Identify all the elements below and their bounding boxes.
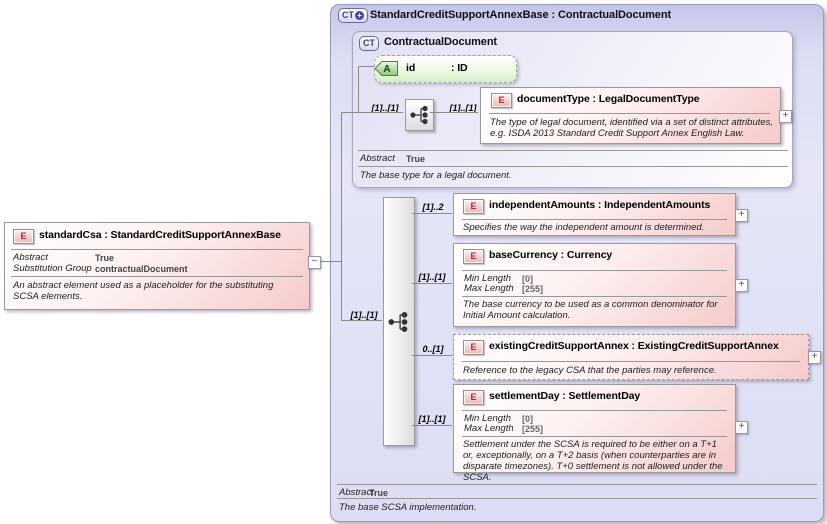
cardinality-label: [1]..[1]	[371, 103, 399, 113]
divider	[337, 484, 817, 485]
property-value: contractualDocument	[95, 264, 188, 274]
property-value: True	[369, 488, 389, 498]
property-value: True	[95, 253, 115, 263]
expand-toggle-baseCurrency[interactable]: +	[735, 279, 748, 292]
cardinality-label: 0..[1]	[422, 344, 444, 354]
divider	[337, 498, 817, 499]
element-annotation: Specifies the way the independent amount…	[463, 222, 705, 233]
element-box-standardCsa[interactable]: E standardCsa : StandardCreditSupportAnn…	[4, 222, 310, 310]
divider	[489, 113, 770, 114]
element-box-documentType[interactable]: E documentType : LegalDocumentType The t…	[480, 87, 781, 144]
sequence-icon	[388, 311, 408, 333]
facet-label: Max Length	[464, 283, 514, 294]
element-title: settlementDay : SettlementDay	[489, 390, 641, 402]
facet-label: Max Length	[464, 423, 514, 434]
property-label: Abstract	[13, 252, 48, 263]
divider	[462, 410, 727, 411]
divider	[358, 150, 788, 151]
cardinality-label: [1]..2	[422, 202, 444, 212]
base-type-icon: CT	[359, 36, 379, 51]
element-title: baseCurrency : Currency	[489, 249, 613, 261]
facet-value: [255]	[522, 424, 544, 434]
element-title: independentAmounts : IndependentAmounts	[489, 199, 711, 211]
divider	[11, 249, 303, 250]
attribute-type: : ID	[451, 62, 468, 74]
expand-toggle-settlementDay[interactable]: +	[735, 421, 748, 434]
element-box-existingCreditSupportAnnex[interactable]: E existingCreditSupportAnnex : ExistingC…	[453, 334, 809, 380]
sequence-icon	[409, 105, 428, 125]
facet-value: [0]	[522, 414, 533, 424]
cardinality-label: [1]..[1]	[449, 103, 477, 113]
divider	[11, 276, 303, 277]
sequence-compositor	[405, 99, 434, 131]
collapse-toggle-standardCsa[interactable]: −	[308, 256, 321, 269]
divider	[462, 270, 727, 271]
element-icon: E	[491, 93, 512, 108]
element-title: standardCsa : StandardCreditSupportAnnex…	[39, 229, 281, 241]
expand-toggle-existingCreditSupportAnnex[interactable]: +	[808, 351, 821, 364]
property-value: True	[406, 154, 426, 164]
element-title: documentType : LegalDocumentType	[517, 93, 700, 105]
complex-type-plus-icon: CT+	[338, 8, 368, 23]
facet-label: Min Length	[464, 413, 512, 424]
container-annotation: The base SCSA implementation.	[339, 502, 477, 513]
element-box-settlementDay[interactable]: E settlementDay : SettlementDay Min Leng…	[453, 384, 736, 483]
facet-value: [0]	[522, 274, 533, 284]
element-annotation: Reference to the legacy CSA that the par…	[463, 365, 717, 376]
element-annotation: The type of legal document, identified v…	[490, 117, 774, 139]
element-annotation: The base currency to be used as a common…	[463, 299, 718, 321]
attribute-icon-label: A	[383, 64, 390, 75]
ct-icon-label: CT	[342, 10, 354, 20]
divider	[462, 361, 800, 362]
model-group-bar	[383, 197, 415, 446]
element-title: existingCreditSupportAnnex : ExistingCre…	[489, 340, 779, 352]
attribute-icon: A	[374, 61, 398, 76]
divider	[462, 296, 727, 297]
expand-toggle-independentAmounts[interactable]: +	[735, 209, 748, 222]
divider	[462, 219, 727, 220]
attribute-name: id	[406, 62, 416, 74]
cardinality-label: [1]..[1]	[418, 414, 446, 424]
derived-plus-icon: +	[355, 11, 364, 20]
cardinality-label: [1]..[1]	[418, 272, 446, 282]
complex-type-container: CT+ StandardCreditSupportAnnexBase : Con…	[330, 4, 824, 522]
divider	[462, 436, 727, 437]
element-icon: E	[463, 199, 484, 214]
element-annotation: An abstract element used as a placeholde…	[13, 280, 274, 302]
property-label: Abstract	[339, 487, 374, 498]
element-icon: E	[463, 340, 484, 355]
property-label: Substitution Group	[13, 263, 92, 274]
element-annotation: Settlement under the SCSA is required to…	[463, 439, 723, 483]
element-icon: E	[13, 229, 34, 244]
element-icon: E	[463, 390, 484, 405]
expand-toggle-documentType[interactable]: +	[779, 110, 792, 123]
cardinality-label: [1]..[1]	[350, 310, 378, 320]
divider	[358, 166, 788, 167]
base-type-box: CT ContractualDocument id : ID A [1]..[1…	[352, 31, 793, 188]
element-box-independentAmounts[interactable]: E independentAmounts : IndependentAmount…	[453, 193, 736, 236]
attribute-box-id[interactable]: id : ID	[374, 55, 517, 83]
complex-type-title: StandardCreditSupportAnnexBase : Contrac…	[370, 9, 672, 21]
ct-icon-label: CT	[363, 38, 375, 48]
base-type-title: ContractualDocument	[384, 36, 497, 48]
base-type-annotation: The base type for a legal document.	[360, 170, 512, 181]
facet-value: [255]	[522, 284, 544, 294]
facet-label: Min Length	[464, 273, 512, 284]
element-icon: E	[463, 249, 484, 264]
property-label: Abstract	[360, 153, 395, 164]
